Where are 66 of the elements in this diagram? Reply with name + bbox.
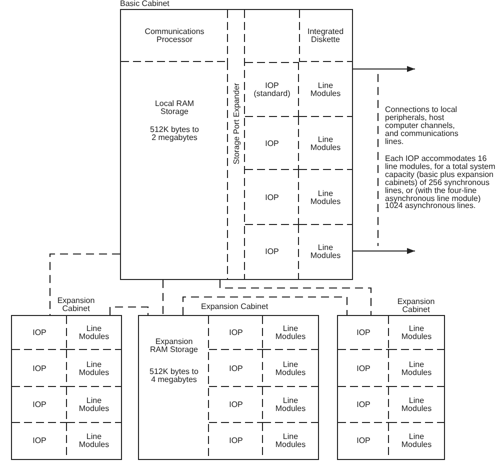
section-label: IOP <box>229 364 243 372</box>
section-label: IOP <box>356 437 370 445</box>
section-label: Line Modules <box>78 360 110 376</box>
section-label: IOP <box>229 437 243 445</box>
section-label: Line Modules <box>275 433 306 449</box>
cabinet-section <box>338 387 389 423</box>
section-label: Line Modules <box>310 136 341 152</box>
section-label: IOP <box>356 401 370 409</box>
section-label: Integrated Diskette <box>307 28 344 44</box>
section-label: Communications Processor <box>144 28 204 44</box>
section-label: Line Modules <box>401 360 432 376</box>
section-label: IOP <box>32 437 46 445</box>
cabinet-title: Basic Cabinet <box>120 0 170 8</box>
section-label: IOP <box>356 364 370 372</box>
dashed-connector <box>109 306 149 315</box>
section-label: IOP <box>265 248 279 256</box>
arrow <box>352 66 415 72</box>
cabinet-section <box>209 387 263 423</box>
section-label: IOP <box>32 364 46 372</box>
section-label: IOP <box>356 329 370 337</box>
cabinet-section <box>121 10 228 62</box>
section-label: Line Modules <box>401 397 432 413</box>
section-label: Line Modules <box>78 325 110 341</box>
section-label: 512K bytes to 4 megabytes <box>149 368 199 384</box>
section-label: IOP <box>229 401 243 409</box>
dashed-connector <box>219 280 372 315</box>
cabinet-section <box>299 10 352 62</box>
section-label: Line Modules <box>78 397 110 413</box>
section-label: Line Modules <box>401 325 432 341</box>
section-label: Line Modules <box>78 433 110 449</box>
section-label: IOP <box>229 329 243 337</box>
cabinet-section <box>12 387 67 423</box>
section-label: Line Modules <box>401 433 432 449</box>
cabinet-section <box>12 316 67 350</box>
cabinet-section <box>245 170 299 225</box>
section-label: Local RAM Storage <box>154 100 196 116</box>
section-label: IOP <box>265 194 279 202</box>
note-text: Connections to local peripherals, host computer channels, and communications lines. <box>385 106 460 146</box>
cabinet-section <box>338 350 389 387</box>
note-text: Each IOP accommodates 16 line modules, for a total system capacity (basic plus expansion cabinets) of 256 synchronous lines, or (with the four-line asynchronous line module) 1024 asynchronous lines. <box>385 155 496 210</box>
dashed-connector <box>49 253 120 315</box>
cabinet-section <box>209 350 263 387</box>
section-label: IOP <box>265 140 279 148</box>
cabinet-title: Expansion Cabinet <box>57 297 95 313</box>
section-label: Storage Port Expander <box>232 83 240 164</box>
cabinet-title: Expansion Cabinet <box>201 303 268 311</box>
section-label: Line Modules <box>310 190 341 206</box>
cabinet-section <box>12 350 67 387</box>
section-label: Line Modules <box>275 360 306 376</box>
section-label: Line Modules <box>310 82 341 98</box>
section-label: IOP <box>32 401 46 409</box>
section-label: 512K bytes to 2 megabytes <box>149 126 200 142</box>
section-label: Line Modules <box>310 244 341 260</box>
cabinet-section <box>338 316 389 350</box>
arrow <box>352 248 415 254</box>
section-label: Line Modules <box>275 397 306 413</box>
cabinet-section <box>245 62 299 117</box>
section-label: Line Modules <box>275 325 306 341</box>
section-label: IOP (standard) <box>254 82 290 98</box>
section-label: IOP <box>32 329 46 337</box>
section-label: Expansion RAM Storage <box>149 338 199 354</box>
cabinet-section <box>245 117 299 170</box>
dashed-connector <box>162 280 164 315</box>
cabinet-title: Expansion Cabinet <box>397 298 435 314</box>
dashed-connector <box>182 296 348 315</box>
cabinet-section <box>209 316 263 350</box>
